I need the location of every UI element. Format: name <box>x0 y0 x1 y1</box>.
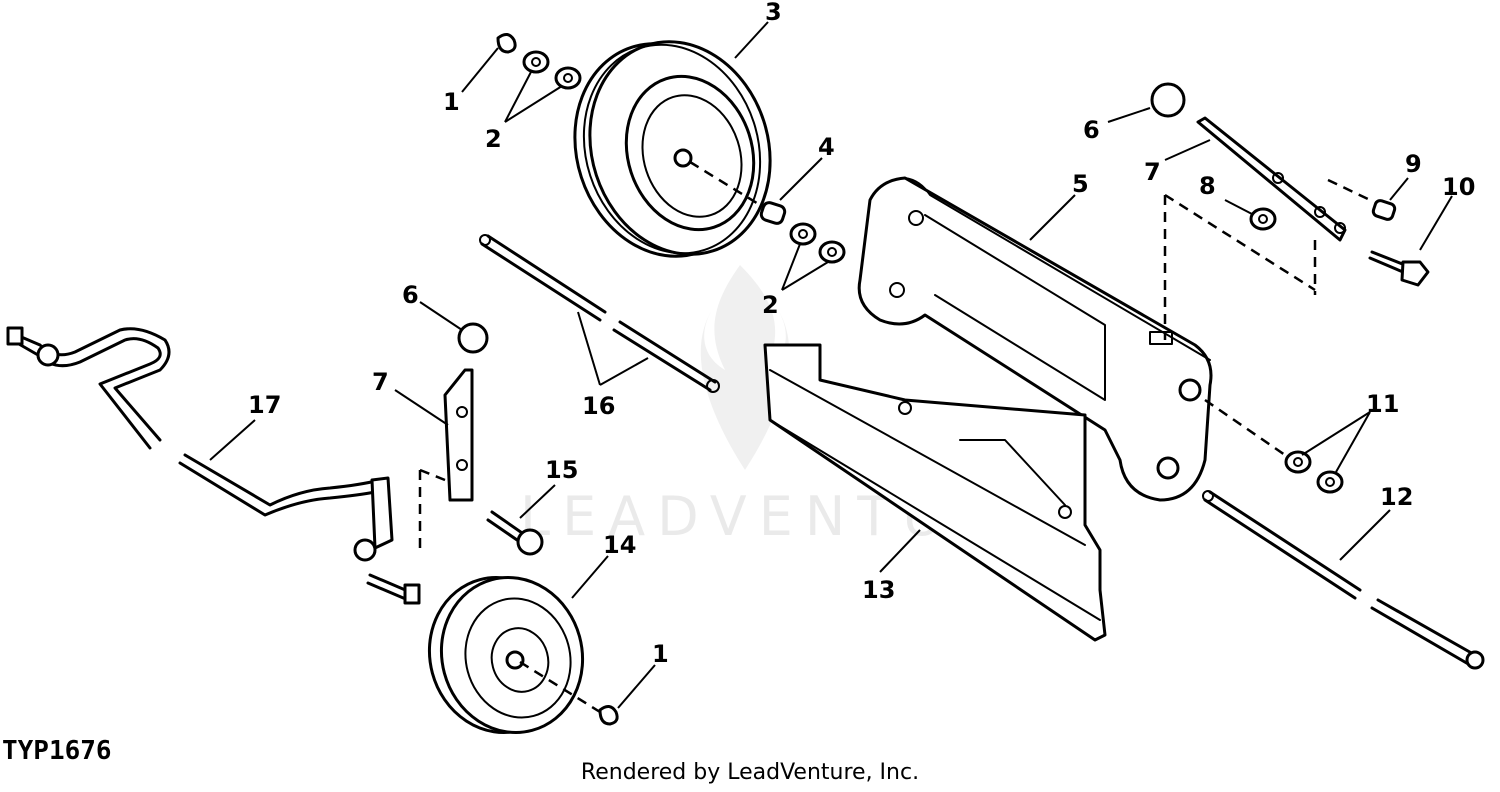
callouts: 1 2 3 4 2 5 6 7 8 9 10 6 7 17 16 15 11 1… <box>248 0 1475 668</box>
credit-text: Rendered by LeadVenture, Inc. <box>580 760 920 785</box>
wheel-hardware-upper <box>496 33 846 264</box>
upper-right-hardware <box>1150 82 1430 340</box>
callout-label: 7 <box>372 368 389 396</box>
callout-label: 6 <box>402 281 419 309</box>
callout-label: 13 <box>862 576 895 604</box>
large-wheel <box>573 40 772 258</box>
callout-label: 14 <box>603 531 636 559</box>
callout-label: 3 <box>765 0 782 26</box>
leader-lines <box>209 21 1453 709</box>
callout-label: 15 <box>545 456 578 484</box>
callout-label: 12 <box>1380 483 1413 511</box>
figure-code: TYP1676 <box>2 736 112 766</box>
axle-rod-upper <box>479 234 720 393</box>
axle-rod-lower <box>1202 398 1485 670</box>
callout-label: 5 <box>1072 170 1089 198</box>
callout-label: 2 <box>485 125 502 153</box>
callout-label: 2 <box>762 291 779 319</box>
callout-label: 8 <box>1199 172 1216 200</box>
small-wheel <box>427 576 619 734</box>
crank-rod <box>6 326 382 517</box>
callout-label: 10 <box>1442 173 1475 201</box>
callout-label: 1 <box>443 88 460 116</box>
callout-label: 9 <box>1405 150 1422 178</box>
callout-label: 7 <box>1144 158 1161 186</box>
callout-label: 16 <box>582 392 615 420</box>
callout-label: 6 <box>1083 116 1100 144</box>
callout-label: 1 <box>652 640 669 668</box>
callout-label: 4 <box>818 133 835 161</box>
callout-label: 11 <box>1366 390 1399 418</box>
lower-bracket <box>353 322 544 605</box>
frame-bracket <box>857 176 1213 502</box>
callout-label: 17 <box>248 391 281 419</box>
rear-plate <box>763 343 1107 642</box>
